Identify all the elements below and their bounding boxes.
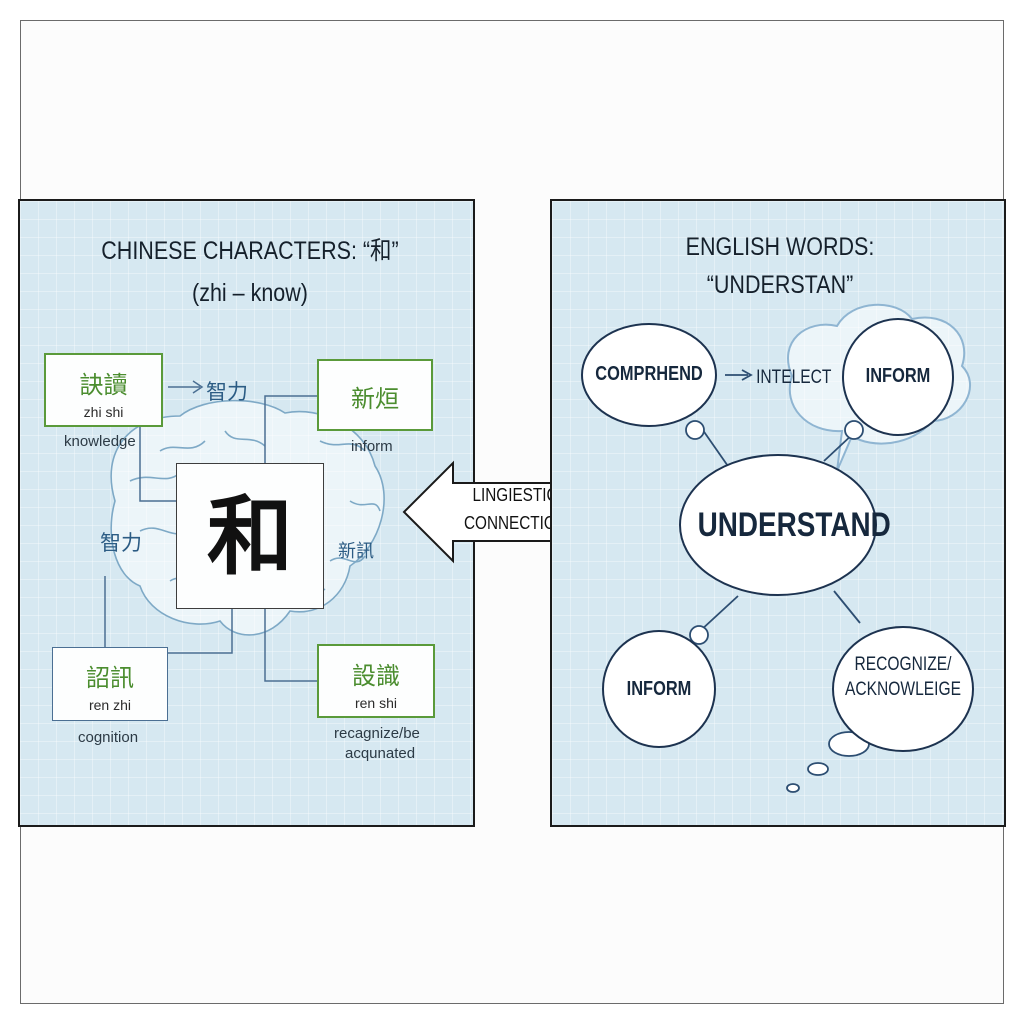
label-understand: UNDERSTAND xyxy=(697,506,891,544)
chinese-title-line1: CHINESE CHARACTERS: “和” xyxy=(101,237,399,265)
english-words-panel: ENGLISH WORDS: “UNDERSTAN” COMPRHEND INT… xyxy=(550,199,1006,827)
pinyin-knowledge: zhi shi xyxy=(83,404,124,420)
label-inform-top: INFORM xyxy=(865,365,931,387)
oval-inform-bottom xyxy=(602,630,716,748)
center-character: 和 xyxy=(207,486,293,587)
char-knowledge: 訣讀 xyxy=(79,371,128,399)
chinese-characters-panel: CHINESE CHARACTERS: “和” (zhi – know) 訣讀 … xyxy=(18,199,475,827)
label-recognize-line2: ACKNOWLEIGE xyxy=(844,679,962,700)
caption-knowledge: knowledge xyxy=(64,433,136,450)
english-panel-graphics xyxy=(581,303,974,793)
caption-inform: inform xyxy=(351,438,393,455)
char-cognition: 詔訊 xyxy=(86,664,134,692)
float-char-left: 智力 xyxy=(100,531,142,555)
char-box-cognition: 詔訊 ren zhi xyxy=(52,647,168,721)
oval-recognize xyxy=(832,626,974,752)
connector-label-line2: CONNECTION xyxy=(464,513,567,533)
oval-understand xyxy=(679,454,877,596)
char-box-recognize: 設識 ren shi xyxy=(317,644,435,718)
oval-inform-top xyxy=(842,318,954,436)
caption-recognize-line1: recagnize/be xyxy=(334,725,420,742)
chinese-title-line2: (zhi – know) xyxy=(192,279,308,307)
arrow-label-intellect: 智力 xyxy=(206,380,248,404)
center-character-box: 和 xyxy=(176,463,324,609)
label-intellect: INTELECT xyxy=(756,367,832,388)
char-box-inform: 新烜 xyxy=(317,359,433,431)
english-title-line2: “UNDERSTAN” xyxy=(706,271,854,299)
float-char-right: 新訊 xyxy=(338,541,374,562)
pinyin-recognize: ren shi xyxy=(354,695,398,711)
english-title-line1: ENGLISH WORDS: xyxy=(685,233,875,261)
connector-lines xyxy=(104,380,320,682)
label-comprehend: COMPRHEND xyxy=(595,363,703,385)
pinyin-cognition: ren zhi xyxy=(88,697,132,713)
oval-comprehend xyxy=(581,323,717,427)
label-inform-bottom: INFORM xyxy=(626,678,692,700)
caption-cognition: cognition xyxy=(78,729,139,746)
caption-recognize-line2: acqunated xyxy=(345,745,416,762)
label-recognize-line1: RECOGNIZE/ xyxy=(854,654,952,675)
char-inform: 新烜 xyxy=(351,385,399,413)
connector-label-line1: LINGIESTIC xyxy=(472,485,558,505)
char-box-knowledge: 訣讀 zhi shi xyxy=(44,353,163,427)
char-recognize: 設識 xyxy=(352,662,400,690)
